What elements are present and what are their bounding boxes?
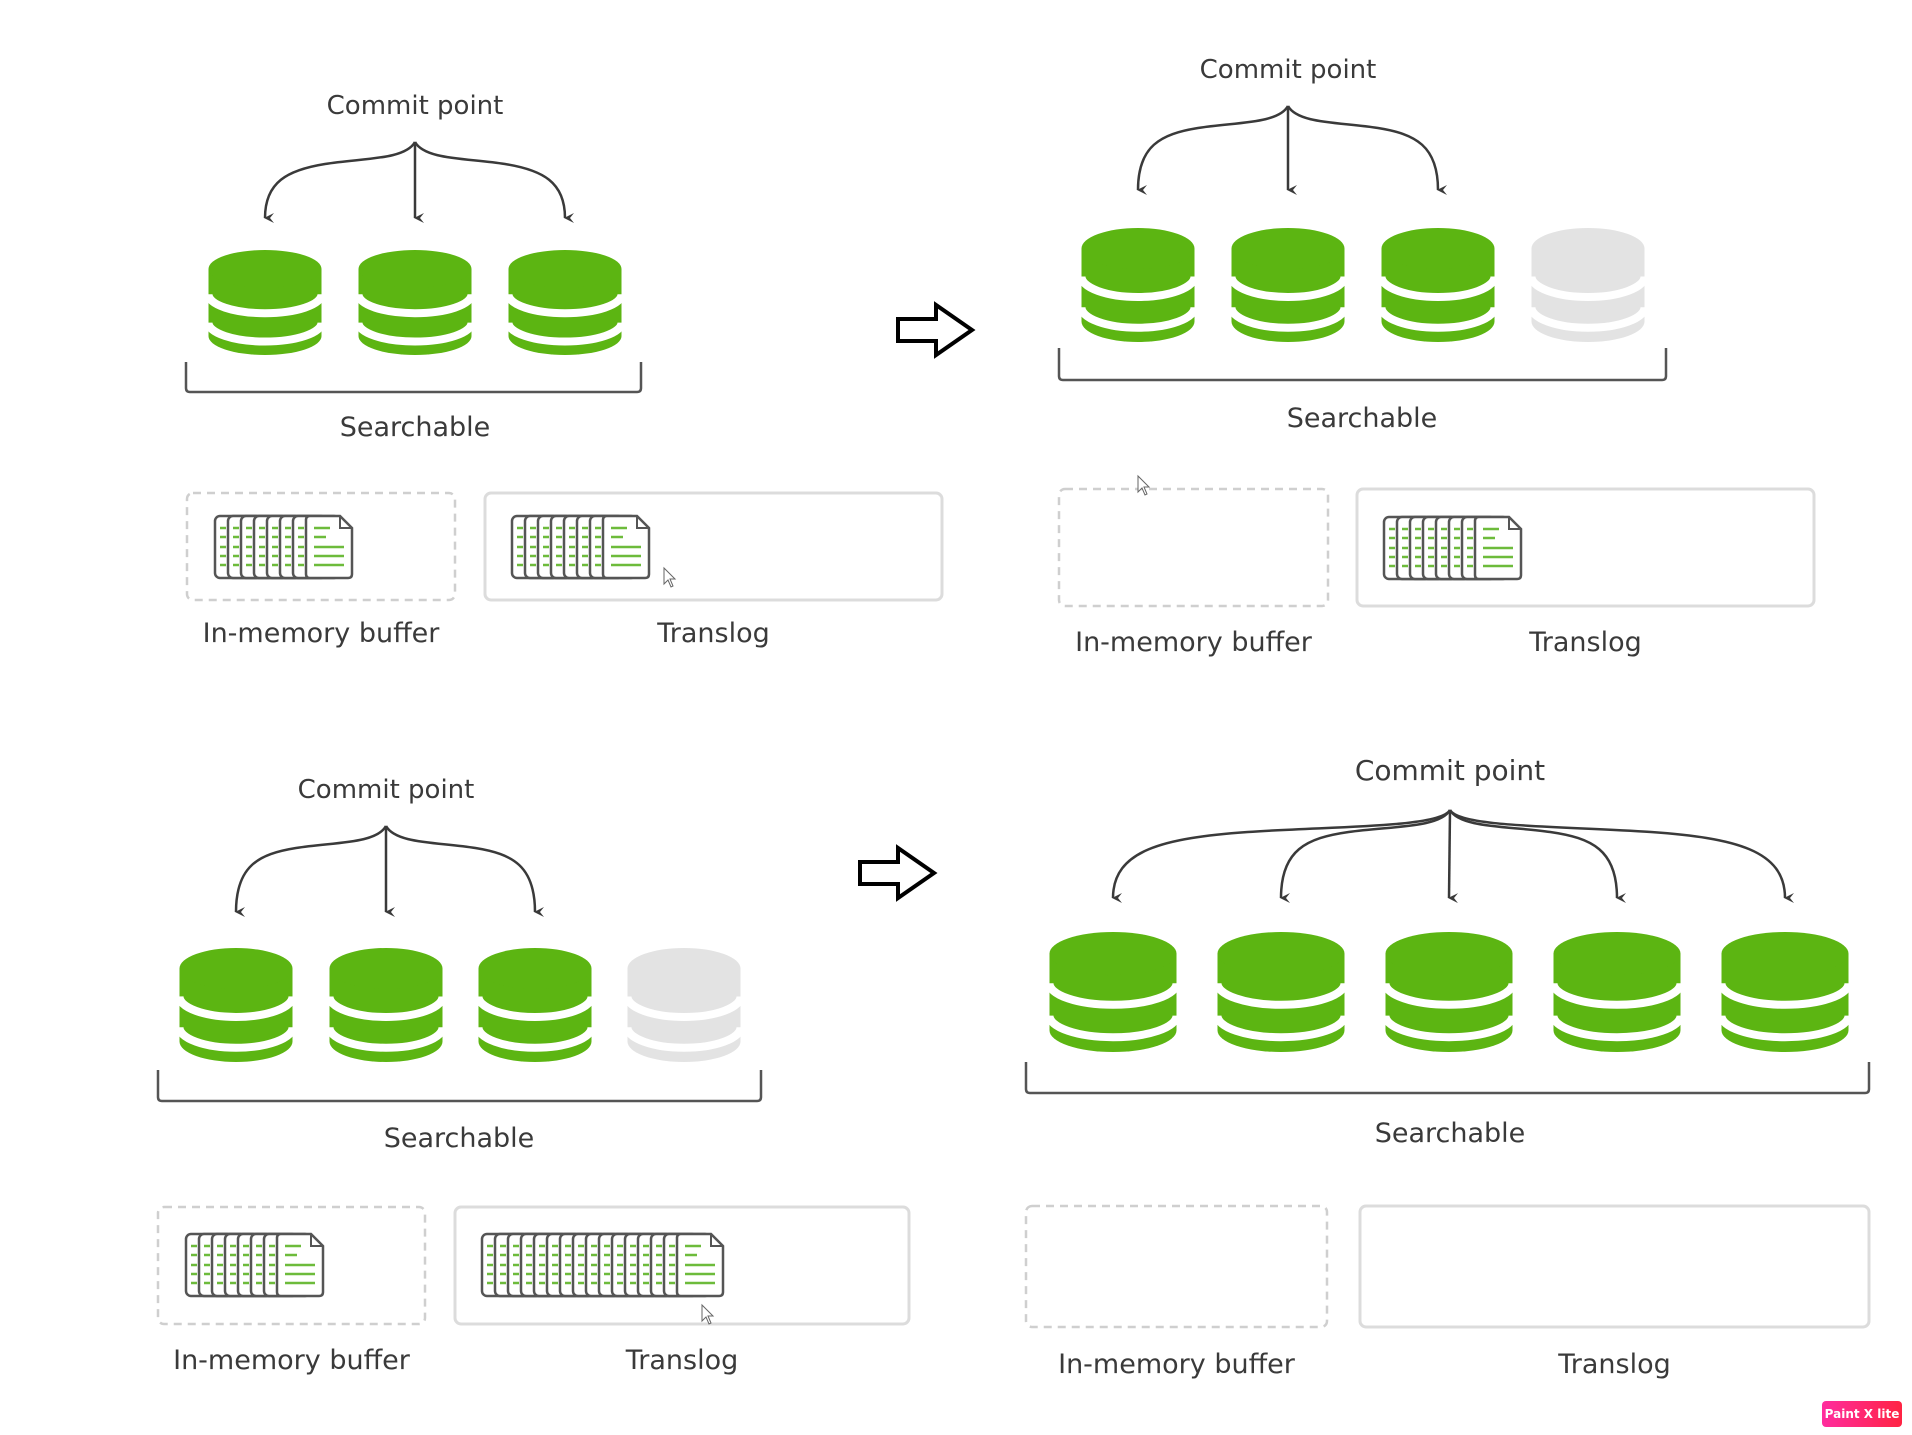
commit-arrow xyxy=(384,825,545,917)
commit-arrow xyxy=(1448,809,1795,903)
segment-committed-icon xyxy=(1213,932,1349,1052)
segment-pending-icon xyxy=(623,948,745,1062)
transition-arrow-right-icon xyxy=(858,844,938,902)
segment-committed-icon xyxy=(204,250,326,355)
translog-label: Translog xyxy=(656,618,770,649)
document-icon xyxy=(1473,515,1523,581)
in-memory-buffer-label: In-memory buffer xyxy=(1058,1349,1296,1380)
in-memory-buffer-box xyxy=(1024,1204,1329,1329)
mouse-cursor-icon xyxy=(1137,474,1151,496)
searchable-label: Searchable xyxy=(1375,1118,1526,1149)
segment-committed-icon xyxy=(1717,932,1853,1052)
paint-x-lite-watermark: Paint X lite xyxy=(1822,1401,1902,1427)
segment-committed-icon xyxy=(1377,228,1499,343)
in-memory-buffer-box xyxy=(1057,487,1330,608)
translog-document-stack xyxy=(1382,515,1523,581)
segment-committed-icon xyxy=(474,948,596,1062)
commit-arrow xyxy=(1136,105,1290,196)
commit-arrow xyxy=(1447,809,1459,904)
segment-committed-icon xyxy=(504,250,626,355)
commit-arrow xyxy=(1448,809,1627,903)
commit-arrow xyxy=(1286,105,1448,195)
searchable-label: Searchable xyxy=(340,412,491,443)
segment-committed-icon xyxy=(175,948,297,1062)
commit-arrow xyxy=(1111,809,1452,904)
mouse-cursor-icon xyxy=(663,566,677,588)
document-icon xyxy=(675,1232,725,1298)
commit-point-label: Commit point xyxy=(327,91,504,121)
searchable-bracket xyxy=(1057,348,1668,382)
buffer-document-stack xyxy=(184,1232,325,1298)
buffer-document-stack xyxy=(213,514,354,580)
searchable-bracket xyxy=(156,1070,763,1103)
document-icon xyxy=(275,1232,325,1298)
in-memory-buffer-label: In-memory buffer xyxy=(173,1345,411,1376)
segment-committed-icon xyxy=(1549,932,1685,1052)
searchable-label: Searchable xyxy=(1287,403,1438,434)
mouse-cursor-icon xyxy=(701,1303,715,1325)
segment-committed-icon xyxy=(354,250,476,355)
in-memory-buffer-label: In-memory buffer xyxy=(203,618,441,649)
segment-committed-icon xyxy=(1077,228,1199,343)
translog-document-stack xyxy=(510,514,651,580)
searchable-bracket xyxy=(1024,1062,1871,1095)
segment-pending-icon xyxy=(1527,228,1649,343)
in-memory-buffer-label: In-memory buffer xyxy=(1075,627,1313,658)
translog-label: Translog xyxy=(625,1345,739,1376)
commit-point-label: Commit point xyxy=(1200,55,1377,85)
translog-box xyxy=(1358,1204,1871,1329)
translog-document-stack xyxy=(480,1232,725,1298)
commit-arrow xyxy=(234,825,388,918)
segment-committed-icon xyxy=(1227,228,1349,343)
translog-label: Translog xyxy=(1528,627,1642,658)
searchable-label: Searchable xyxy=(384,1123,535,1154)
commit-point-label: Commit point xyxy=(1355,754,1545,787)
commit-arrow xyxy=(413,141,575,223)
document-icon xyxy=(601,514,651,580)
searchable-bracket xyxy=(184,362,643,394)
document-icon xyxy=(304,514,354,580)
commit-arrow xyxy=(263,141,417,224)
segment-committed-icon xyxy=(1381,932,1517,1052)
translog-label: Translog xyxy=(1557,1349,1671,1380)
transition-arrow-right-icon xyxy=(896,301,976,359)
commit-point-label: Commit point xyxy=(298,775,475,805)
segment-committed-icon xyxy=(1045,932,1181,1052)
commit-arrow xyxy=(1279,809,1452,904)
segment-committed-icon xyxy=(325,948,447,1062)
